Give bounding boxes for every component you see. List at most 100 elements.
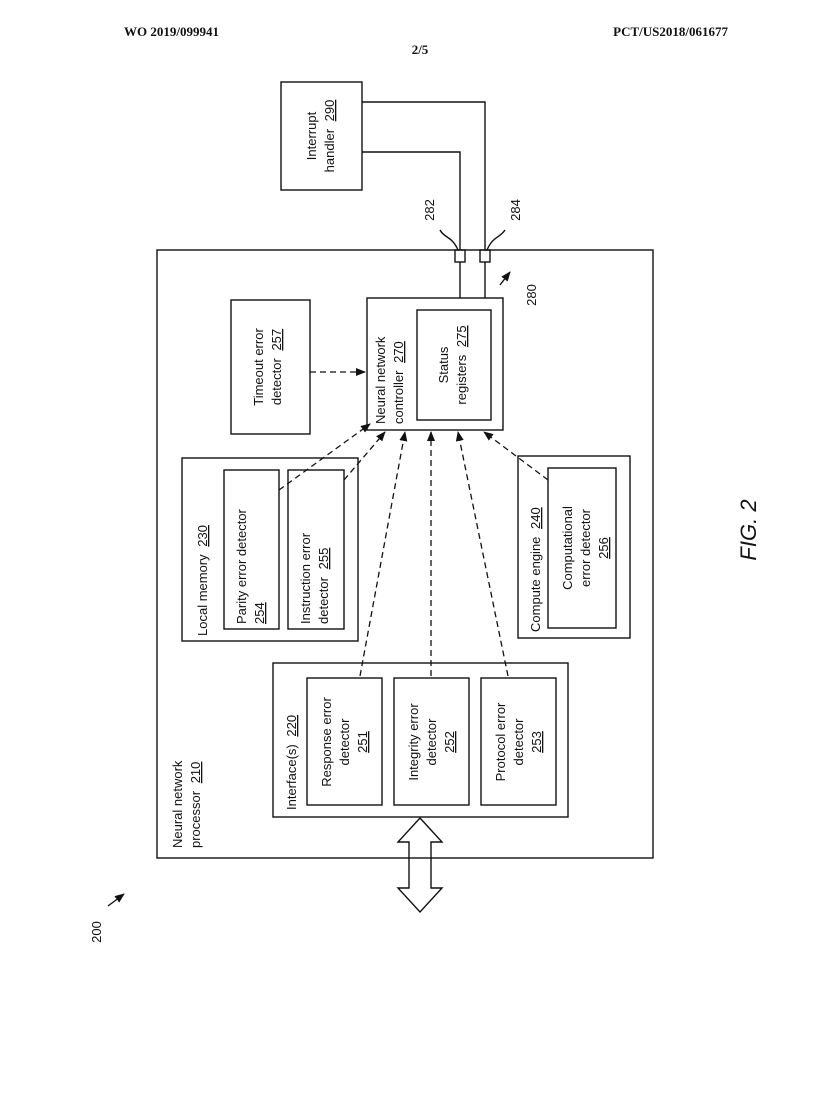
local-memory-label: Local memory — [195, 554, 210, 636]
protocol-detector-block: Protocol error detector 253 — [480, 677, 557, 806]
status-registers-label-2: registers — [454, 354, 469, 404]
svg-text:Protocol error: Protocol error — [493, 702, 508, 781]
instruction-detector-label: Instruction error — [298, 532, 313, 624]
ref-280: 280 — [524, 284, 539, 306]
instruction-detector-block: Instruction error detector 255 — [287, 469, 345, 630]
svg-text:detector 255: detector 255 — [316, 548, 331, 624]
svg-text:Neural network: Neural network — [373, 336, 388, 424]
sheet-number: 2/5 — [411, 42, 429, 57]
response-detector-label: Response error — [319, 697, 334, 787]
ref-282: 282 — [422, 199, 437, 221]
arrow-response-to-controller — [359, 431, 408, 677]
interfaces-label: Interface(s) — [284, 744, 299, 810]
arrow-parity-to-controller — [278, 423, 371, 491]
svg-text:251: 251 — [355, 731, 370, 753]
response-detector-ref: 251 — [355, 731, 370, 753]
local-memory-ref: 230 — [195, 525, 210, 547]
timeout-detector-label: Timeout error — [251, 328, 266, 406]
svg-text:detector: detector — [511, 718, 526, 766]
computational-detector-ref: 256 — [596, 537, 611, 559]
arrow-instruction-to-controller — [343, 431, 386, 481]
leader-282 — [439, 229, 459, 251]
pin-284 — [479, 249, 491, 263]
protocol-detector-label-2: detector — [511, 718, 526, 766]
compute-engine-ref: 240 — [528, 507, 543, 529]
interrupt-handler-block: Interrupt handler 290 — [280, 81, 363, 191]
integrity-detector-ref: 252 — [442, 731, 457, 753]
interrupt-handler-label: Interrupt — [304, 111, 319, 160]
leader-284 — [486, 229, 506, 251]
svg-text:Neural network: Neural network — [170, 760, 185, 848]
nn-controller-label-2: controller — [391, 370, 406, 424]
nn-processor-block: Neural network processor 210 — [156, 249, 654, 859]
svg-text:detector: detector — [337, 718, 352, 766]
nn-controller-ref: 270 — [391, 341, 406, 363]
interfaces-ref: 220 — [284, 715, 299, 737]
svg-text:handler 290: handler 290 — [322, 100, 337, 173]
svg-text:Response error: Response error — [319, 697, 334, 787]
parity-detector-ref: 254 — [252, 602, 267, 624]
response-detector-label-2: detector — [337, 718, 352, 766]
svg-text:256: 256 — [596, 537, 611, 559]
svg-text:Interrupt: Interrupt — [304, 111, 319, 160]
svg-text:Local memory 230: Local memory 230 — [195, 525, 210, 636]
figure-label: FIG. 2 — [736, 499, 761, 560]
svg-text:252: 252 — [442, 731, 457, 753]
svg-text:253: 253 — [529, 731, 544, 753]
svg-text:Compute engine 240: Compute engine 240 — [528, 507, 543, 632]
arrow-protocol-to-controller — [455, 431, 509, 677]
error-report-arrows — [278, 368, 549, 677]
interrupt-line-284 — [362, 101, 486, 250]
computational-detector-label-2: error detector — [578, 508, 593, 587]
external-bus-arrow — [396, 816, 444, 914]
svg-text:Integrity error: Integrity error — [406, 703, 421, 781]
interrupt-handler-ref: 290 — [322, 100, 337, 122]
svg-text:Timeout error: Timeout error — [251, 328, 266, 406]
computational-detector-block: Computational error detector 256 — [547, 467, 617, 629]
interrupt-handler-label-2: handler — [322, 128, 337, 172]
protocol-detector-label: Protocol error — [493, 702, 508, 781]
svg-text:processor 210: processor 210 — [188, 762, 203, 848]
integrity-detector-label-2: detector — [424, 718, 439, 766]
protocol-detector-ref: 253 — [529, 731, 544, 753]
arrow-computational-to-controller — [483, 431, 549, 481]
svg-text:Interface(s) 220: Interface(s) 220 — [284, 715, 299, 810]
nn-processor-ref: 210 — [188, 762, 203, 784]
computational-detector-label: Computational — [560, 506, 575, 590]
svg-text:error detector: error detector — [578, 508, 593, 587]
status-registers-ref: 275 — [454, 325, 469, 347]
svg-text:detector 257: detector 257 — [269, 329, 284, 405]
nn-processor-label: Neural network — [170, 760, 185, 848]
svg-text:registers 275: registers 275 — [454, 325, 469, 404]
interfaces-block: Interface(s) 220 — [272, 662, 569, 818]
instruction-detector-ref: 255 — [316, 548, 331, 570]
svg-text:Computational: Computational — [560, 506, 575, 590]
nn-controller-block: Neural network controller 270 — [366, 297, 504, 431]
integrity-detector-block: Integrity error detector 252 — [393, 677, 470, 806]
figure-ref-200: 200 — [89, 921, 104, 943]
nn-controller-label: Neural network — [373, 336, 388, 424]
timeout-detector-ref: 257 — [269, 329, 284, 351]
publication-number: WO 2019/099941 — [124, 24, 219, 39]
svg-text:Status: Status — [436, 346, 451, 383]
svg-text:controller 270: controller 270 — [391, 341, 406, 424]
integrity-detector-label: Integrity error — [406, 703, 421, 781]
nn-processor-label-2: processor — [188, 790, 203, 848]
parity-detector-label: Parity error detector — [234, 508, 249, 624]
compute-engine-block: Compute engine 240 — [517, 455, 631, 639]
local-memory-block: Local memory 230 — [181, 457, 359, 642]
interrupt-line-282 — [362, 151, 461, 250]
parity-detector-block: Parity error detector 254 — [223, 469, 280, 630]
pin-282 — [454, 249, 466, 263]
timeout-detector-block: Timeout error detector 257 — [230, 299, 311, 435]
status-registers-label: Status — [436, 346, 451, 383]
status-registers-block: Status registers 275 — [416, 309, 492, 421]
svg-text:detector: detector — [424, 718, 439, 766]
figure-ref-arrow — [107, 893, 125, 907]
timeout-detector-label-2: detector — [269, 358, 284, 406]
svg-text:Instruction error: Instruction error — [298, 532, 313, 624]
arrow-280 — [499, 271, 511, 286]
instruction-detector-label-2: detector — [316, 576, 331, 624]
